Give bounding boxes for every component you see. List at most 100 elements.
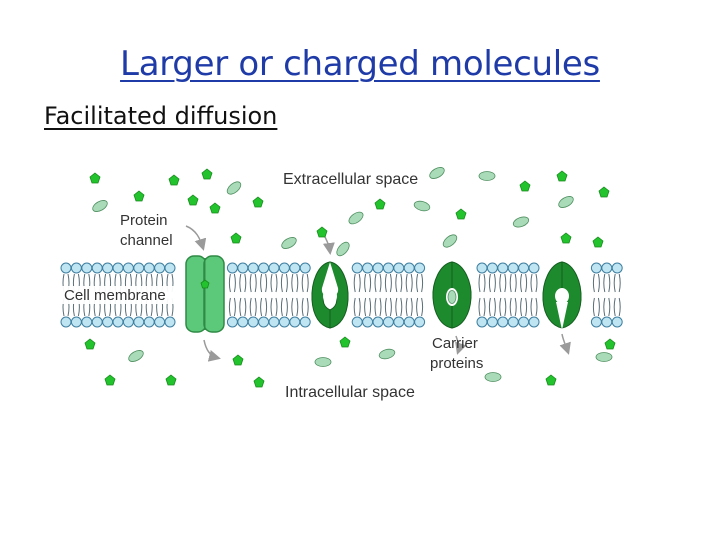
lipid-head: [247, 262, 259, 274]
lipid-tail: [520, 273, 528, 293]
oval-molecule: [512, 216, 530, 228]
lipid-head: [351, 262, 363, 274]
lipid-tail: [249, 273, 257, 293]
molecule-in-carrier: [447, 290, 457, 304]
lipid-tail: [374, 297, 382, 317]
lipid-head: [393, 316, 405, 328]
lipid-tail: [260, 297, 268, 317]
small-molecule: [598, 186, 610, 198]
lipid-head: [414, 262, 426, 274]
small-molecule: [252, 196, 264, 208]
lipid-head: [382, 262, 394, 274]
lipid-tail: [488, 297, 496, 317]
lipid-head: [382, 316, 394, 328]
lipid-head: [611, 262, 623, 274]
oval-molecule: [478, 171, 496, 181]
lipid-head: [133, 262, 145, 274]
lipid-tail: [499, 273, 507, 293]
oval-molecule: [558, 196, 574, 208]
lipid-head: [362, 262, 374, 274]
lipid-tail: [280, 273, 288, 293]
small-molecule: [168, 174, 180, 186]
lipid-head: [278, 262, 290, 274]
lipid-tail: [228, 273, 236, 293]
small-molecule: [519, 180, 531, 192]
lipid-tail: [270, 297, 278, 317]
lipid-head: [226, 316, 238, 328]
small-molecules: [84, 168, 616, 388]
small-molecule: [339, 336, 351, 348]
lipid-tail: [592, 297, 600, 317]
oval-molecule: [429, 167, 445, 179]
cell-membrane-label: Cell membrane: [64, 287, 166, 304]
lipid-head: [112, 316, 124, 328]
lipid-head: [372, 262, 384, 274]
protein-channel-label-line1: Protein: [120, 212, 168, 229]
lipid-tail: [530, 273, 538, 293]
small-molecule: [556, 170, 568, 182]
protein-channel-label-line2: channel: [120, 232, 173, 249]
intracellular-space-label: Intracellular space: [285, 384, 415, 401]
lipid-tail: [301, 297, 309, 317]
lipid-head: [143, 262, 155, 274]
lipid-head: [237, 262, 249, 274]
lipid-head: [154, 316, 166, 328]
lipid-tail: [416, 297, 424, 317]
small-molecule: [89, 172, 101, 184]
lipid-tail: [291, 297, 299, 317]
lipid-head: [278, 316, 290, 328]
carrier-protein-open-bottom: [542, 261, 582, 330]
small-molecule: [165, 374, 177, 386]
small-molecule: [253, 376, 265, 388]
lipid-head: [601, 316, 613, 328]
lipid-head: [237, 316, 249, 328]
lipid-tail: [603, 273, 611, 293]
lipid-tail: [478, 297, 486, 317]
lipid-head: [81, 316, 93, 328]
lipid-head: [81, 262, 93, 274]
lipid-head: [299, 316, 311, 328]
lipid-tail: [592, 273, 600, 293]
oval-molecule: [348, 211, 364, 225]
lipid-head: [497, 316, 509, 328]
small-molecule: [187, 194, 199, 206]
lipid-head: [486, 316, 498, 328]
lipid-tail: [353, 297, 361, 317]
oval-molecule: [314, 357, 332, 367]
lipid-head: [476, 262, 488, 274]
lipid-head: [528, 262, 540, 274]
oval-molecule: [336, 241, 350, 257]
lipid-head: [91, 262, 103, 274]
oval-molecule: [484, 372, 502, 382]
lipid-head: [289, 262, 301, 274]
lipid-head: [154, 262, 166, 274]
lipid-head: [164, 316, 176, 328]
lipid-head: [528, 316, 540, 328]
lipid-head: [299, 262, 311, 274]
lipid-tail: [603, 297, 611, 317]
small-molecule: [201, 168, 213, 180]
oval-molecule: [595, 352, 613, 362]
lipid-tail: [509, 273, 517, 293]
lipid-head: [393, 262, 405, 274]
lipid-head: [102, 316, 114, 328]
lipid-tail: [260, 273, 268, 293]
lipid-head: [590, 316, 602, 328]
lipid-head: [601, 262, 613, 274]
lipid-head: [476, 316, 488, 328]
protein-channel: [185, 255, 225, 333]
small-molecule: [592, 236, 604, 248]
carrier-protein-open-top: [311, 261, 349, 329]
oval-molecule: [378, 348, 396, 360]
oval-molecules: [92, 167, 613, 382]
lipid-tail: [280, 297, 288, 317]
oval-molecule: [128, 350, 144, 362]
lipid-tail: [353, 273, 361, 293]
lipid-tail: [509, 297, 517, 317]
lipid-head: [362, 316, 374, 328]
lipid-head: [414, 316, 426, 328]
lipid-head: [268, 262, 280, 274]
lipid-head: [268, 316, 280, 328]
small-molecule: [374, 198, 386, 210]
molecule-in-channel: [200, 279, 210, 289]
